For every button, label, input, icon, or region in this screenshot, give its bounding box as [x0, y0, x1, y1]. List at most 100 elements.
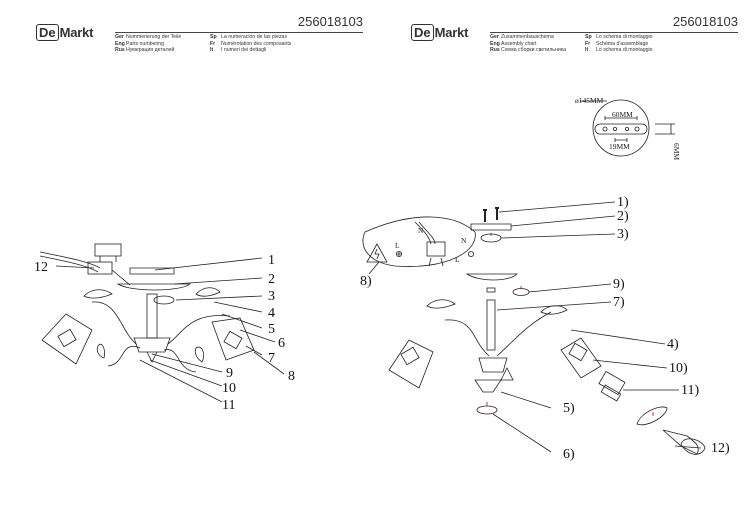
- leader-7: [245, 345, 263, 356]
- part-label-12: 12): [711, 441, 730, 456]
- part-label-5: 5: [268, 322, 275, 337]
- leader-10: [149, 359, 223, 387]
- dimension-height: 6MM: [672, 143, 681, 160]
- logo-box: De: [36, 23, 59, 41]
- wiring-inset: [362, 216, 476, 267]
- socket-right: [223, 330, 243, 350]
- part-label-4: 4: [268, 306, 275, 321]
- leaf-4: [194, 346, 204, 363]
- part-label-1: 1): [617, 195, 629, 210]
- leader-2: [173, 277, 263, 285]
- wire-label-n-top: N: [418, 226, 424, 235]
- leaf-2: [195, 287, 221, 297]
- part-label-10: 10: [222, 381, 236, 396]
- part-label-4: 4): [667, 337, 679, 352]
- canopy: [465, 273, 518, 281]
- ring-sleeve: [598, 370, 626, 396]
- lamp-holder: [600, 384, 622, 402]
- part-label-11: 11): [681, 383, 699, 398]
- arm-right-inner: [163, 349, 197, 373]
- part-label-12: 12: [34, 260, 48, 275]
- cup: [153, 295, 175, 305]
- arm-left: [444, 319, 490, 357]
- shade-right: [211, 317, 255, 361]
- wire-label-l-left: L: [395, 241, 400, 250]
- mounting-plate-detail: [580, 99, 675, 157]
- logo-text: Markt: [434, 24, 469, 40]
- finial-disc: [476, 405, 498, 415]
- warning-icon: [366, 243, 388, 263]
- leader-9: [151, 353, 223, 373]
- part-label-7: 7): [613, 295, 625, 310]
- leader-9: [528, 283, 612, 293]
- cone: [474, 379, 502, 393]
- part-label-8: 8): [360, 274, 372, 289]
- shade-left: [41, 313, 93, 365]
- leader-10: [592, 359, 668, 369]
- leader-8: [253, 351, 285, 375]
- leader-2: [510, 215, 616, 227]
- wire-label-n-right: N: [461, 236, 467, 245]
- part-label-5: 5): [563, 401, 575, 416]
- parts-diagram: 1 2 3 4 5 6 7 8 9 10 11 12: [34, 243, 295, 413]
- part-label-3: 3: [268, 289, 275, 304]
- product-code: 256018103: [297, 14, 363, 29]
- assembly-diagram: ø145MM 60MM 19MM 6MM N L N L: [360, 96, 730, 462]
- stem: [146, 293, 158, 339]
- arm-left-inner: [107, 346, 141, 367]
- leader-4: [213, 301, 263, 313]
- leader-6: [239, 329, 276, 343]
- cup-ring: [512, 288, 530, 296]
- part-label-1: 1: [268, 253, 275, 268]
- leader-12: [55, 265, 95, 269]
- leaf-left: [426, 299, 456, 309]
- brand-logo: De Markt: [411, 23, 469, 41]
- product-code: 256018103: [672, 14, 738, 29]
- leaf-3: [96, 343, 105, 359]
- part-label-2: 2): [617, 209, 629, 224]
- canopy-cover: [116, 283, 192, 291]
- leaf-right: [540, 305, 568, 315]
- shade-small: [680, 438, 706, 455]
- part-label-9: 9): [613, 277, 625, 292]
- bulb: [662, 429, 699, 455]
- dimension-inner: 19MM: [609, 142, 630, 151]
- wire-label-l-right: L: [455, 255, 460, 264]
- logo-box: De: [411, 23, 434, 41]
- leaf-1: [83, 289, 113, 299]
- part-label-10: 10): [669, 361, 688, 376]
- shade-right: [560, 337, 602, 379]
- part-label-6: 6: [278, 336, 285, 351]
- legend-row: EngAssembly chart: [490, 40, 537, 47]
- screws: [483, 207, 499, 222]
- glass-disc: [636, 406, 668, 426]
- tube: [486, 299, 496, 351]
- legend-row: RusСхема сборки светильника: [490, 47, 567, 54]
- logo-text: Markt: [59, 24, 94, 40]
- leader-3: [500, 233, 616, 239]
- leader-5: [500, 391, 552, 409]
- part-label-9: 9: [226, 366, 233, 381]
- dimension-spacing: 60MM: [612, 110, 633, 119]
- legend-row: RusНумерация деталей: [115, 47, 175, 54]
- arm-right: [496, 311, 552, 357]
- part-label-2: 2: [268, 272, 275, 287]
- leader-5: [221, 313, 263, 329]
- socket-left: [57, 328, 77, 348]
- part-label-3: 3): [617, 227, 629, 242]
- dimension-diameter: ø145MM: [575, 96, 604, 105]
- leader-7: [496, 301, 612, 311]
- socket-left: [400, 346, 420, 366]
- leader-3: [175, 295, 263, 301]
- arm-left: [91, 301, 137, 345]
- leader-11: [139, 359, 223, 403]
